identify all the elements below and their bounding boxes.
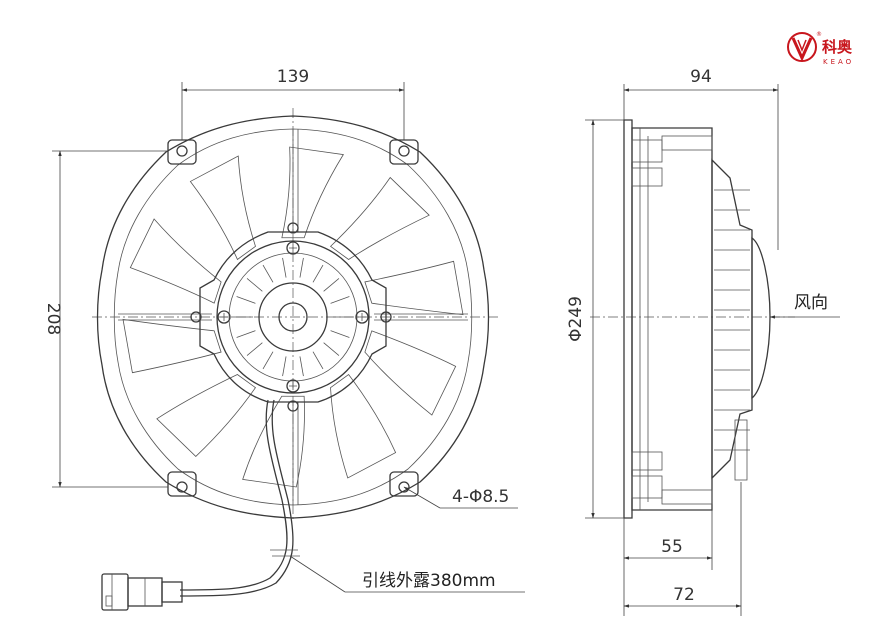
motor-rib xyxy=(262,351,274,370)
side-wire-exit xyxy=(734,419,748,481)
motor-rib xyxy=(299,257,304,278)
front-view: 139 208 4-Φ8.5 引线外露380mm xyxy=(43,67,525,611)
dim-label-mount-holes: 4-Φ8.5 xyxy=(452,487,509,507)
fan-blade xyxy=(156,374,256,458)
support-struts xyxy=(118,129,468,505)
side-view: 94 Φ249 55 72 风向 xyxy=(566,67,840,616)
fan-blade xyxy=(329,176,430,260)
keao-logo: ® 科奥 KEAO xyxy=(787,31,854,66)
dim-94: 94 xyxy=(623,67,779,250)
side-shroud-body xyxy=(631,127,713,511)
motor-rib xyxy=(236,330,256,338)
logo-name-en: KEAO xyxy=(823,58,854,66)
lead-wire xyxy=(179,399,300,597)
dim-72: 72 xyxy=(623,482,742,616)
motor-rib xyxy=(246,342,263,356)
dim-label-139: 139 xyxy=(277,67,309,87)
fan-blade xyxy=(364,260,464,316)
motor-ribs xyxy=(233,257,353,377)
fan-blade xyxy=(242,395,305,488)
airflow-label: 风向 xyxy=(794,293,828,313)
motor-rib xyxy=(282,257,287,278)
motor-rib xyxy=(312,351,324,370)
side-cooling-fins xyxy=(714,189,750,451)
side-motor-cap xyxy=(751,236,771,400)
mount-hole xyxy=(176,145,188,157)
shroud-inner-ring xyxy=(113,128,473,506)
dim-label-55: 55 xyxy=(661,537,683,557)
logo-name-cn: 科奥 xyxy=(822,38,853,56)
motor-rib xyxy=(236,296,256,304)
dim-label-208: 208 xyxy=(43,303,63,335)
motor-rib xyxy=(262,264,274,283)
dim-lead-wire: 引线外露380mm xyxy=(289,555,525,593)
motor-rib xyxy=(246,278,263,292)
motor-rib xyxy=(323,278,340,292)
dim-mount-holes: 4-Φ8.5 xyxy=(403,486,518,509)
motor-shaft xyxy=(278,302,308,332)
motor-rib xyxy=(299,356,304,377)
shroud-outline xyxy=(96,115,490,519)
side-shroud-flange xyxy=(623,119,633,519)
motor-hub xyxy=(258,282,328,352)
mount-hole xyxy=(398,145,410,157)
lead-wire-label: 引线外露380mm xyxy=(362,571,496,591)
wire-connector-icon xyxy=(101,573,183,611)
mounting-ears xyxy=(167,139,419,497)
registered-mark: ® xyxy=(816,31,822,38)
dim-55: 55 xyxy=(623,510,713,616)
fan-blade xyxy=(281,146,344,239)
fan-blade xyxy=(330,373,397,479)
fan-blade xyxy=(122,318,222,374)
side-motor xyxy=(711,158,753,480)
dim-label-249: Φ249 xyxy=(566,296,586,342)
airflow-direction: 风向 xyxy=(769,293,840,319)
fan-blades xyxy=(122,146,464,488)
motor-rib xyxy=(282,356,287,377)
motor-housing xyxy=(190,222,392,412)
dim-208: 208 xyxy=(43,150,168,488)
motor-rib xyxy=(323,342,340,356)
dim-249: Φ249 xyxy=(566,119,624,519)
dim-label-72: 72 xyxy=(673,585,695,605)
side-tabs xyxy=(631,135,713,505)
motor-rib xyxy=(330,330,350,338)
mount-hole xyxy=(176,481,188,493)
motor-screws xyxy=(190,222,392,412)
motor-rib xyxy=(312,264,324,283)
fan-blade xyxy=(189,155,256,261)
fan-blade xyxy=(129,218,222,304)
dim-label-94: 94 xyxy=(690,67,712,87)
motor-rib xyxy=(330,296,350,304)
dim-139: 139 xyxy=(181,67,405,140)
keao-emblem-icon xyxy=(787,32,817,62)
fan-blade xyxy=(364,330,457,416)
